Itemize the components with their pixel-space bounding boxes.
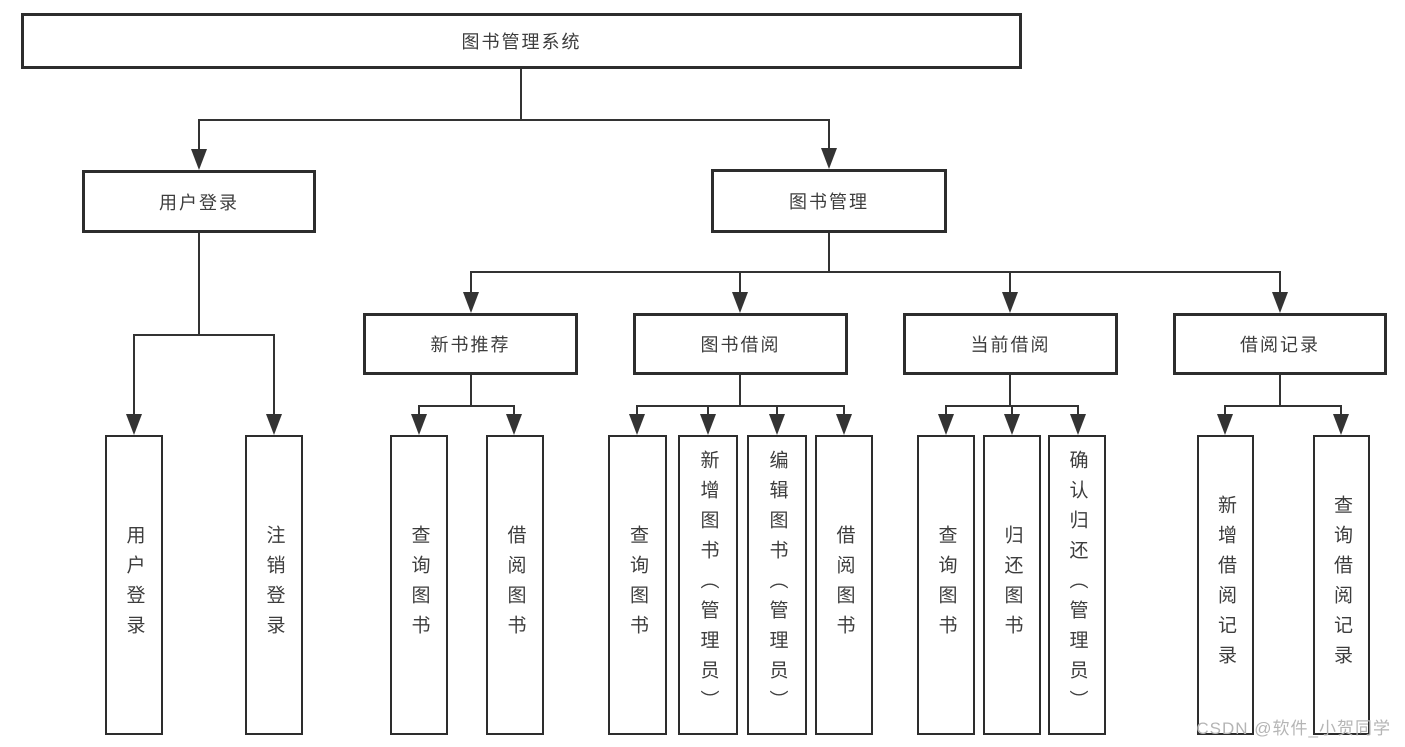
edge-borrow-records-stem — [1279, 375, 1281, 407]
node-label-user-login: 用户登录 — [159, 192, 239, 213]
leaf-label-add-borrow-record: 新增借阅记录 — [1215, 495, 1236, 675]
edge-to-leaf-bb-add — [707, 405, 709, 415]
edge-to-leaf-bb-borrow — [843, 405, 845, 415]
arrowhead-down-icon — [191, 149, 207, 170]
edge-user-login-stem — [198, 233, 200, 336]
leaf-box-nr-borrow-books: 借阅图书 — [486, 435, 544, 735]
arrowhead-down-icon — [938, 414, 954, 435]
leaf-label-bb-add-books-admin: 新增图书（管理员） — [697, 450, 719, 720]
edge-to-new-book-recommend — [470, 271, 472, 293]
leaf-box-logout: 注销登录 — [245, 435, 303, 735]
arrowhead-down-icon — [266, 414, 282, 435]
edge-book-borrow-bar — [636, 405, 845, 407]
node-label-book-borrow: 图书借阅 — [700, 335, 781, 355]
leaf-box-query-borrow-record: 查询借阅记录 — [1313, 435, 1370, 735]
edge-current-borrow-stem — [1009, 375, 1011, 407]
edge-borrow-records-bar — [1224, 405, 1342, 407]
edge-to-leaf-rec-add — [1224, 405, 1226, 415]
node-box-new-book-recommend: 新书推荐 — [363, 313, 578, 375]
node-label-new-book-recommend: 新书推荐 — [430, 335, 511, 355]
arrowhead-down-icon — [821, 148, 837, 169]
leaf-box-bb-borrow-books: 借阅图书 — [815, 435, 873, 735]
arrowhead-down-icon — [506, 414, 522, 435]
leaf-label-nr-borrow-books: 借阅图书 — [504, 525, 526, 645]
leaf-label-bb-borrow-books: 借阅图书 — [833, 525, 855, 645]
node-label-borrow-records: 借阅记录 — [1240, 335, 1320, 355]
arrowhead-down-icon — [769, 414, 785, 435]
arrowhead-down-icon — [836, 414, 852, 435]
edge-book-management-stem — [828, 233, 830, 273]
arrowhead-down-icon — [1217, 414, 1233, 435]
edge-book-management-bar — [470, 271, 1281, 273]
edge-book-borrow-stem — [739, 375, 741, 407]
node-box-library-system: 图书管理系统 — [21, 13, 1022, 69]
leaf-box-bb-query-books: 查询图书 — [608, 435, 667, 735]
edge-user-login-bar — [133, 334, 275, 336]
leaf-label-cb-query-books: 查询图书 — [935, 525, 957, 645]
arrowhead-down-icon — [700, 414, 716, 435]
edge-to-leaf-nr-query — [418, 405, 420, 415]
node-label-current-borrow: 当前借阅 — [970, 335, 1051, 355]
arrowhead-down-icon — [463, 292, 479, 313]
edge-to-current-borrow — [1009, 271, 1011, 293]
leaf-box-bb-edit-books-admin: 编辑图书（管理员） — [747, 435, 807, 735]
node-box-user-login: 用户登录 — [82, 170, 316, 233]
edge-root-to-book-management — [828, 119, 830, 148]
edge-new-book-recommend-stem — [470, 375, 472, 407]
edge-to-borrow-records — [1279, 271, 1281, 293]
edge-to-leaf-rec-query — [1340, 405, 1342, 415]
edge-root-stem — [520, 69, 522, 120]
leaf-box-user-login: 用户登录 — [105, 435, 163, 735]
leaf-label-bb-edit-books-admin: 编辑图书（管理员） — [766, 450, 788, 720]
arrowhead-down-icon — [1070, 414, 1086, 435]
node-label-book-management: 图书管理 — [789, 192, 869, 212]
leaf-label-bb-query-books: 查询图书 — [627, 525, 648, 645]
arrowhead-down-icon — [732, 292, 748, 313]
leaf-box-cb-query-books: 查询图书 — [917, 435, 975, 735]
node-box-book-management: 图书管理 — [711, 169, 947, 233]
leaf-box-add-borrow-record: 新增借阅记录 — [1197, 435, 1254, 735]
node-box-book-borrow: 图书借阅 — [633, 313, 848, 375]
arrowhead-down-icon — [1333, 414, 1349, 435]
edge-to-leaf-cb-return — [1011, 405, 1013, 415]
edge-root-bar — [198, 119, 830, 121]
node-box-borrow-records: 借阅记录 — [1173, 313, 1387, 375]
edge-to-leaf-logout — [273, 334, 275, 415]
leaf-label-user-login: 用户登录 — [123, 525, 145, 645]
node-box-current-borrow: 当前借阅 — [903, 313, 1118, 375]
edge-to-leaf-bb-edit — [776, 405, 778, 415]
arrowhead-down-icon — [1004, 414, 1020, 435]
edge-to-leaf-cb-query — [945, 405, 947, 415]
leaf-label-cb-return-books: 归还图书 — [1001, 525, 1023, 645]
csdn-watermark: CSDN @软件_小贺同学 — [1196, 719, 1391, 738]
leaf-label-cb-confirm-return-admin: 确认归还（管理员） — [1066, 450, 1088, 720]
edge-to-book-borrow — [739, 271, 741, 293]
leaf-box-bb-add-books-admin: 新增图书（管理员） — [678, 435, 738, 735]
arrowhead-down-icon — [1272, 292, 1288, 313]
leaf-label-nr-query-books: 查询图书 — [408, 525, 430, 645]
arrowhead-down-icon — [411, 414, 427, 435]
arrowhead-down-icon — [126, 414, 142, 435]
edge-new-book-recommend-bar — [418, 405, 515, 407]
node-label-library-system: 图书管理系统 — [461, 32, 582, 52]
leaf-label-query-borrow-record: 查询借阅记录 — [1331, 495, 1352, 675]
leaf-label-logout: 注销登录 — [263, 525, 285, 645]
leaf-box-cb-return-books: 归还图书 — [983, 435, 1041, 735]
edge-to-leaf-bb-query — [636, 405, 638, 415]
leaf-box-cb-confirm-return-admin: 确认归还（管理员） — [1048, 435, 1106, 735]
arrowhead-down-icon — [629, 414, 645, 435]
edge-to-leaf-login — [133, 334, 135, 415]
edge-to-leaf-cb-confirm — [1077, 405, 1079, 415]
edge-root-to-user-login — [198, 119, 200, 149]
edge-to-leaf-nr-borrow — [513, 405, 515, 415]
arrowhead-down-icon — [1002, 292, 1018, 313]
leaf-box-nr-query-books: 查询图书 — [390, 435, 448, 735]
